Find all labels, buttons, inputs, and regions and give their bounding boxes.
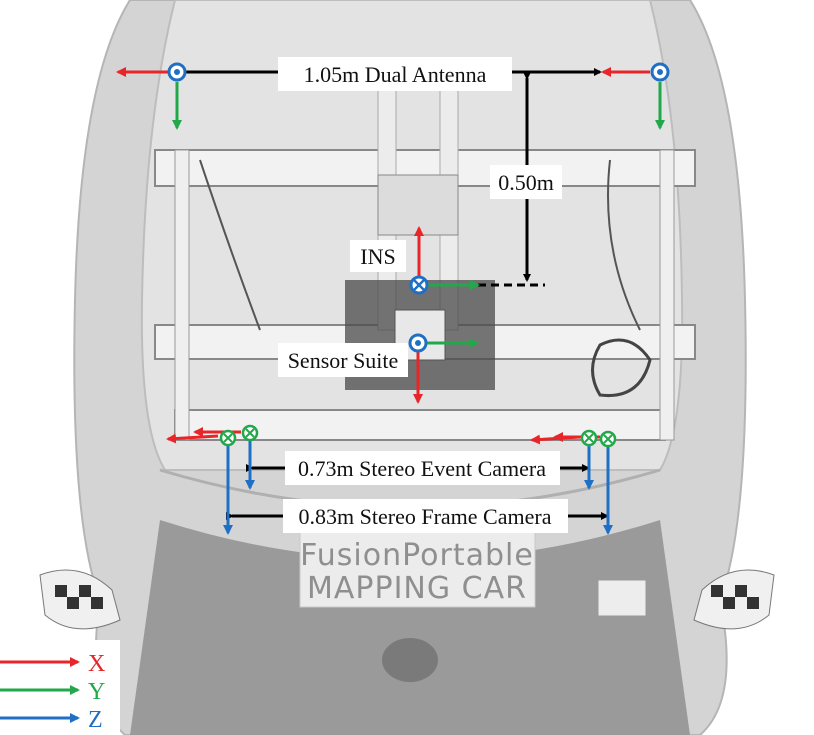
logo-line-2: MAPPING CAR: [307, 571, 527, 606]
frame-camera-label: 0.83m Stereo Frame Camera: [299, 504, 552, 529]
event-camera-label-box: [285, 451, 560, 485]
labels: 1.05m Dual Antenna 0.50m INS Sensor Suit…: [278, 57, 568, 533]
frame-camera-label-box: [283, 499, 568, 533]
axis-legend: X Y Z: [0, 640, 120, 735]
ins-label: INS: [360, 244, 395, 269]
right-camera-frames: [530, 429, 617, 535]
left-camera-frames: [166, 424, 259, 535]
sensor-suite-frame: [408, 333, 479, 404]
legend-x-label: X: [88, 651, 105, 677]
right-mirror: [693, 569, 775, 630]
ins-label-box: [350, 240, 406, 272]
left-antenna-frame: [116, 62, 187, 130]
legend-z-label: Z: [88, 707, 103, 733]
dashboard-sticker: [597, 579, 647, 617]
legend-y-label: Y: [88, 679, 105, 705]
antenna-label: 1.05m Dual Antenna: [304, 62, 487, 87]
right-antenna-frame: [601, 62, 670, 130]
logo-plate: [299, 531, 536, 608]
ins-frame: [409, 226, 480, 295]
height-label-box: [490, 165, 562, 199]
sensor-suite-label-box: [278, 343, 408, 377]
logo-line-1: FusionPortable: [300, 538, 534, 573]
windshield: [130, 520, 690, 735]
antenna-label-box: [278, 57, 512, 91]
front-grille: [382, 638, 438, 682]
car-illustration: FusionPortable MAPPING CAR: [39, 0, 775, 735]
height-label: 0.50m: [498, 170, 554, 195]
left-mirror: [39, 569, 121, 630]
event-camera-label: 0.73m Stereo Event Camera: [298, 456, 546, 481]
sensor-suite-label: Sensor Suite: [288, 348, 399, 373]
